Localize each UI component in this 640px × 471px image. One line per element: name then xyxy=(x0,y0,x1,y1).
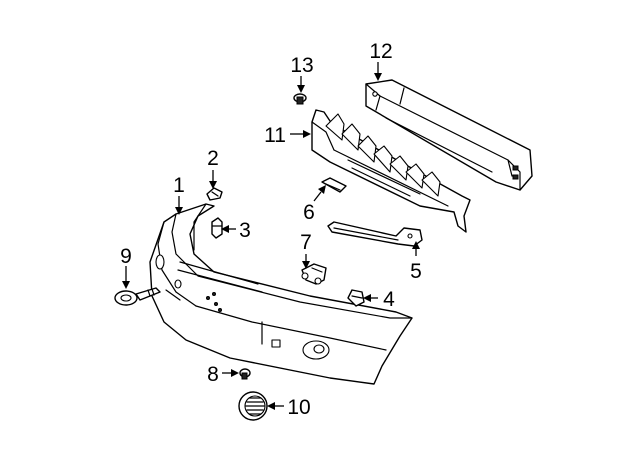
bolt xyxy=(293,93,307,105)
callout-10: 10 xyxy=(287,396,310,419)
bumper-cover xyxy=(149,203,413,385)
bracket-with-bolts xyxy=(301,263,327,285)
callout-5: 5 xyxy=(410,260,422,283)
energy-absorber xyxy=(311,109,471,233)
callout-6: 6 xyxy=(303,201,315,224)
mounting-bracket xyxy=(327,221,423,247)
push-pin-fastener xyxy=(211,217,223,239)
callout-11: 11 xyxy=(264,124,286,147)
tow-hook xyxy=(114,287,161,306)
callout-7: 7 xyxy=(300,231,312,254)
callout-1: 1 xyxy=(173,174,185,197)
callout-labels: 1 2 3 4 5 6 7 8 9 10 11 12 13 xyxy=(120,40,422,419)
small-bracket xyxy=(321,177,347,193)
callout-13: 13 xyxy=(290,54,313,77)
impact-bar-reinforcement xyxy=(365,79,533,191)
screw xyxy=(239,368,251,380)
callout-2: 2 xyxy=(207,147,219,170)
leader-lines xyxy=(122,62,420,410)
retainer-clip xyxy=(206,187,223,201)
callout-9: 9 xyxy=(120,245,132,268)
fog-lamp-cover xyxy=(238,391,268,421)
callout-4: 4 xyxy=(383,288,395,311)
callout-8: 8 xyxy=(207,363,219,386)
callout-12: 12 xyxy=(369,40,392,63)
callout-3: 3 xyxy=(239,219,251,242)
retainer xyxy=(347,289,365,307)
